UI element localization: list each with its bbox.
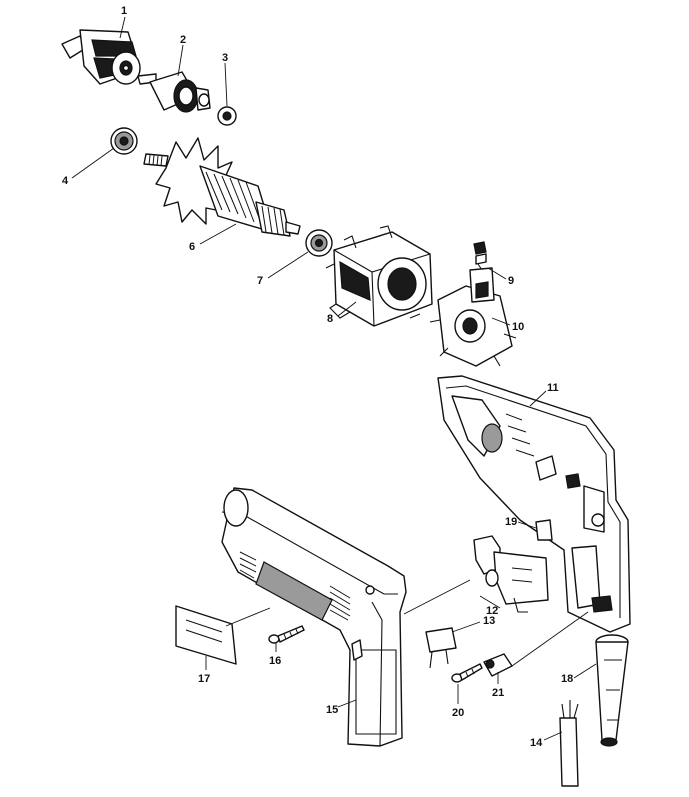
label-part-16: 16 — [269, 655, 281, 667]
part-8-field — [325, 225, 433, 327]
part-18-cord-guard — [595, 634, 629, 747]
label-part-14: 14 — [530, 737, 543, 749]
part-20-screw — [451, 663, 483, 683]
label-part-19: 19 — [505, 516, 517, 528]
leader-lines — [71, 16, 597, 741]
part-14-cord — [559, 700, 579, 787]
part-17-name-plate — [175, 605, 237, 665]
part-15-housing-left — [221, 487, 407, 747]
part-12-switch — [473, 535, 549, 613]
part-10-brush-holder — [429, 267, 517, 367]
label-part-3: 3 — [222, 52, 228, 64]
label-part-8: 8 — [327, 313, 333, 325]
part-11-housing-right — [437, 375, 631, 633]
part-9-carbon-brush — [473, 241, 487, 279]
label-part-6: 6 — [189, 241, 195, 253]
part-16-screw — [268, 625, 305, 644]
label-part-9: 9 — [508, 275, 514, 287]
label-part-15: 15 — [326, 704, 338, 716]
part-19-switch-lever — [535, 519, 553, 541]
part-4-ball-bearing — [110, 127, 138, 155]
label-part-21: 21 — [492, 687, 504, 699]
label-part-10: 10 — [512, 321, 524, 333]
label-part-4: 4 — [62, 175, 69, 187]
label-part-7: 7 — [257, 275, 263, 287]
part-13-noise-suppressor — [425, 627, 457, 669]
label-part-17: 17 — [198, 673, 210, 685]
label-part-11: 11 — [547, 382, 559, 394]
label-part-12: 12 — [486, 605, 498, 617]
part-labels: 1 2 3 4 6 7 8 9 10 11 12 13 14 15 16 17 … — [62, 5, 573, 749]
part-7-ball-bearing — [305, 229, 333, 257]
label-part-2: 2 — [180, 34, 186, 46]
part-2-gear-assembly — [137, 71, 211, 113]
part-1-chuck — [61, 29, 141, 85]
label-part-18: 18 — [561, 673, 573, 685]
label-part-1: 1 — [121, 5, 127, 17]
label-part-13: 13 — [483, 615, 495, 627]
label-part-20: 20 — [452, 707, 464, 719]
part-21-strain-relief — [483, 653, 513, 677]
part-3-bearing — [217, 106, 237, 126]
part-6-armature — [143, 137, 301, 237]
